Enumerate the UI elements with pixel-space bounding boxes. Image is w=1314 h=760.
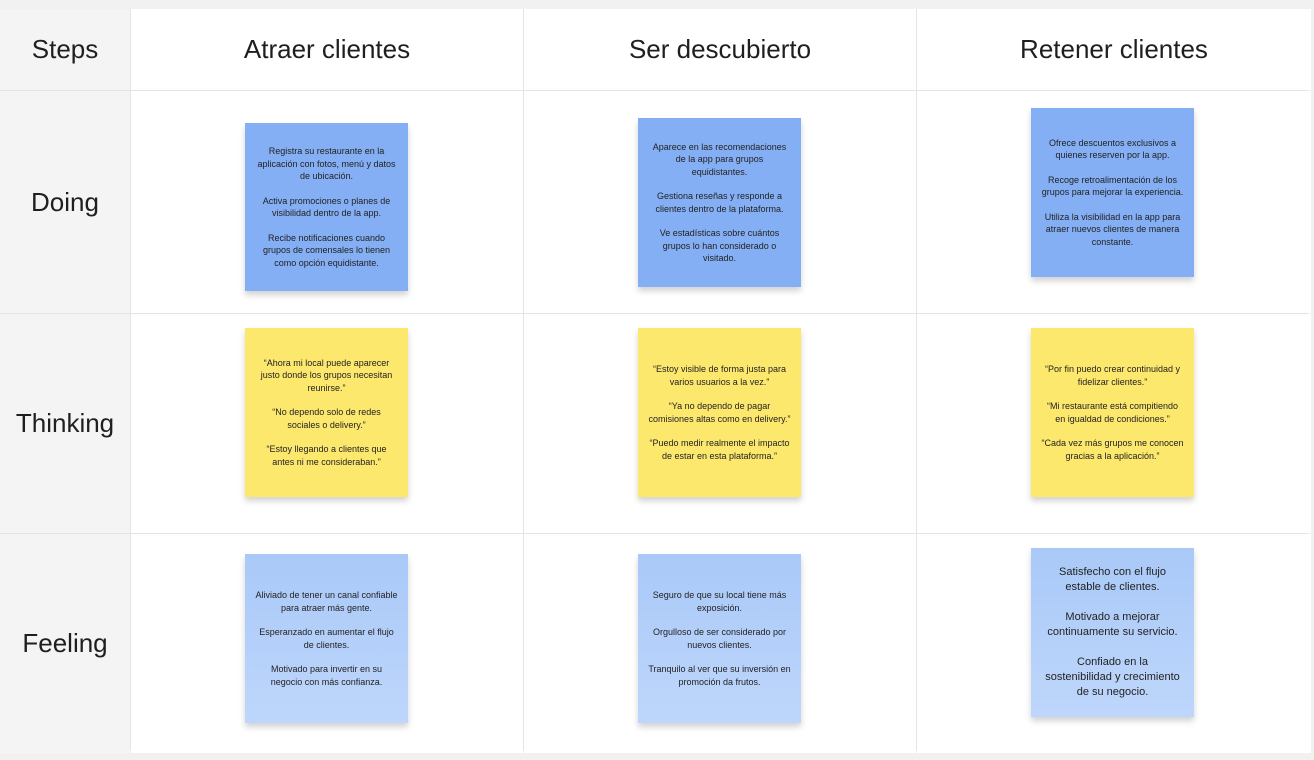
sticky-note[interactable]: Ofrece descuentos exclusivos a quienes r… bbox=[1031, 108, 1194, 277]
steps-header: Steps bbox=[0, 9, 130, 90]
cell-thinking-atraer: “Ahora mi local puede aparecer justo don… bbox=[131, 314, 523, 533]
cell-feeling-descubierto: Seguro de que su local tiene más exposic… bbox=[524, 534, 916, 753]
journey-map-board: Steps Atraer clientes Ser descubierto Re… bbox=[0, 9, 1311, 753]
sticky-note[interactable]: Aparece en las recomendaciones de la app… bbox=[638, 118, 801, 287]
cell-thinking-retener: “Por fin puedo crear continuidad y fidel… bbox=[917, 314, 1311, 533]
row-label-doing: Doing bbox=[0, 91, 130, 313]
sticky-note[interactable]: Registra su restaurante en la aplicación… bbox=[245, 123, 408, 291]
sticky-note[interactable]: “Estoy visible de forma justa para vario… bbox=[638, 328, 801, 497]
column-header-ser-descubierto: Ser descubierto bbox=[524, 9, 916, 90]
cell-thinking-descubierto: “Estoy visible de forma justa para vario… bbox=[524, 314, 916, 533]
cell-doing-descubierto: Aparece en las recomendaciones de la app… bbox=[524, 91, 916, 313]
cell-doing-retener: Ofrece descuentos exclusivos a quienes r… bbox=[917, 91, 1311, 313]
column-header-atraer-clientes: Atraer clientes bbox=[131, 9, 523, 90]
sticky-note[interactable]: Seguro de que su local tiene más exposic… bbox=[638, 554, 801, 723]
sticky-note[interactable]: Aliviado de tener un canal confiable par… bbox=[245, 554, 408, 723]
row-label-thinking: Thinking bbox=[0, 314, 130, 533]
cell-doing-atraer: Registra su restaurante en la aplicación… bbox=[131, 91, 523, 313]
sticky-note[interactable]: “Por fin puedo crear continuidad y fidel… bbox=[1031, 328, 1194, 497]
cell-feeling-atraer: Aliviado de tener un canal confiable par… bbox=[131, 534, 523, 753]
row-label-feeling: Feeling bbox=[0, 534, 130, 753]
column-header-retener-clientes: Retener clientes bbox=[917, 9, 1311, 90]
sticky-note[interactable]: Satisfecho con el flujo estable de clien… bbox=[1031, 548, 1194, 717]
cell-feeling-retener: Satisfecho con el flujo estable de clien… bbox=[917, 534, 1311, 753]
sticky-note[interactable]: “Ahora mi local puede aparecer justo don… bbox=[245, 328, 408, 497]
